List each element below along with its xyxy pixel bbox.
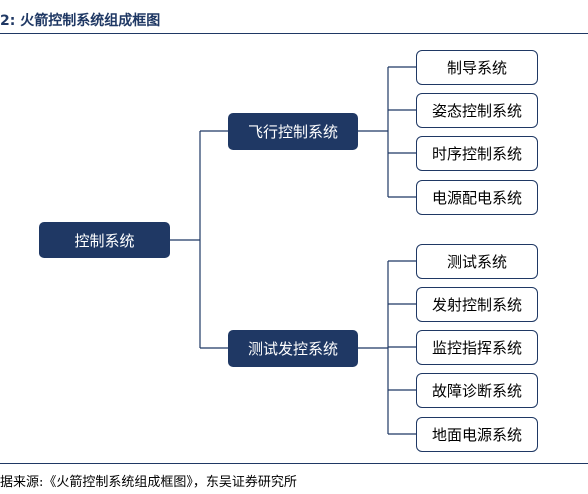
source-note: 据来源:《火箭控制系统组成框图》，东吴证券研究所: [0, 475, 297, 490]
bottom-rule: [0, 463, 588, 464]
node-guidance: 制导系统: [416, 50, 538, 85]
node-label: 监控指挥系统: [431, 339, 522, 357]
node-flight-control: 飞行控制系统: [228, 113, 358, 150]
node-test-system: 测试系统: [416, 244, 538, 279]
node-monitor-command: 监控指挥系统: [416, 330, 538, 365]
node-label: 姿态控制系统: [431, 102, 522, 120]
node-control-system: 控制系统: [39, 222, 170, 258]
node-power-distribution: 电源配电系统: [416, 180, 538, 215]
node-timing-control: 时序控制系统: [416, 136, 538, 171]
node-label: 地面电源系统: [431, 426, 522, 444]
node-label: 测试系统: [446, 253, 507, 271]
top-rule: [0, 33, 588, 34]
node-label: 飞行控制系统: [247, 123, 338, 141]
node-ground-power: 地面电源系统: [416, 417, 538, 452]
node-label: 控制系统: [74, 231, 135, 250]
node-label: 时序控制系统: [431, 145, 522, 163]
node-label: 测试发控系统: [247, 340, 338, 358]
node-label: 发射控制系统: [431, 296, 522, 314]
node-label: 电源配电系统: [431, 189, 522, 207]
node-test-launch-control: 测试发控系统: [228, 330, 358, 367]
figure-title: 2: 火箭控制系统组成框图: [0, 13, 161, 29]
node-label: 制导系统: [446, 59, 507, 77]
node-attitude-control: 姿态控制系统: [416, 93, 538, 128]
node-fault-diagnosis: 故障诊断系统: [416, 373, 538, 408]
node-label: 故障诊断系统: [431, 382, 522, 400]
node-launch-control: 发射控制系统: [416, 287, 538, 322]
